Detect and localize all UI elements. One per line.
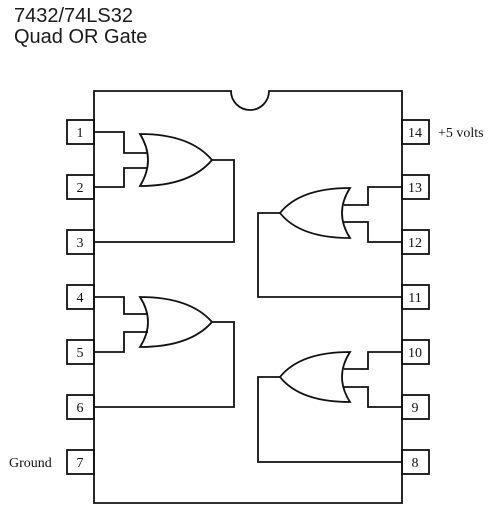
or-gate-a [94, 131, 235, 243]
pin-number-10: 10 [408, 346, 422, 361]
pin-number-6: 6 [77, 401, 84, 416]
pin-number-3: 3 [77, 236, 84, 251]
or-gate-c [257, 186, 402, 298]
pin-number-14: 14 [408, 126, 422, 141]
pin-number-9: 9 [412, 401, 419, 416]
chip-body [93, 90, 403, 504]
diagram-title: 7432/74LS32 Quad OR Gate [14, 6, 147, 48]
part-description: Quad OR Gate [14, 26, 148, 48]
pin-number-4: 4 [77, 291, 84, 306]
part-number: 7432/74LS32 [14, 5, 134, 27]
pin-number-5: 5 [77, 346, 84, 361]
ground-label: Ground [9, 456, 52, 471]
pin-number-13: 13 [408, 181, 422, 196]
pin-number-7: 7 [77, 456, 84, 471]
or-gate-d [257, 351, 402, 463]
power-label: +5 volts [438, 126, 484, 141]
pin-number-2: 2 [77, 181, 84, 196]
pin-number-1: 1 [77, 126, 84, 141]
or-gate-b [94, 296, 235, 408]
pin-14-box [401, 119, 430, 145]
pin-number-11: 11 [408, 291, 421, 306]
pin-number-8: 8 [412, 456, 419, 471]
pin-number-12: 12 [408, 236, 422, 251]
pin-7-box [66, 449, 95, 475]
